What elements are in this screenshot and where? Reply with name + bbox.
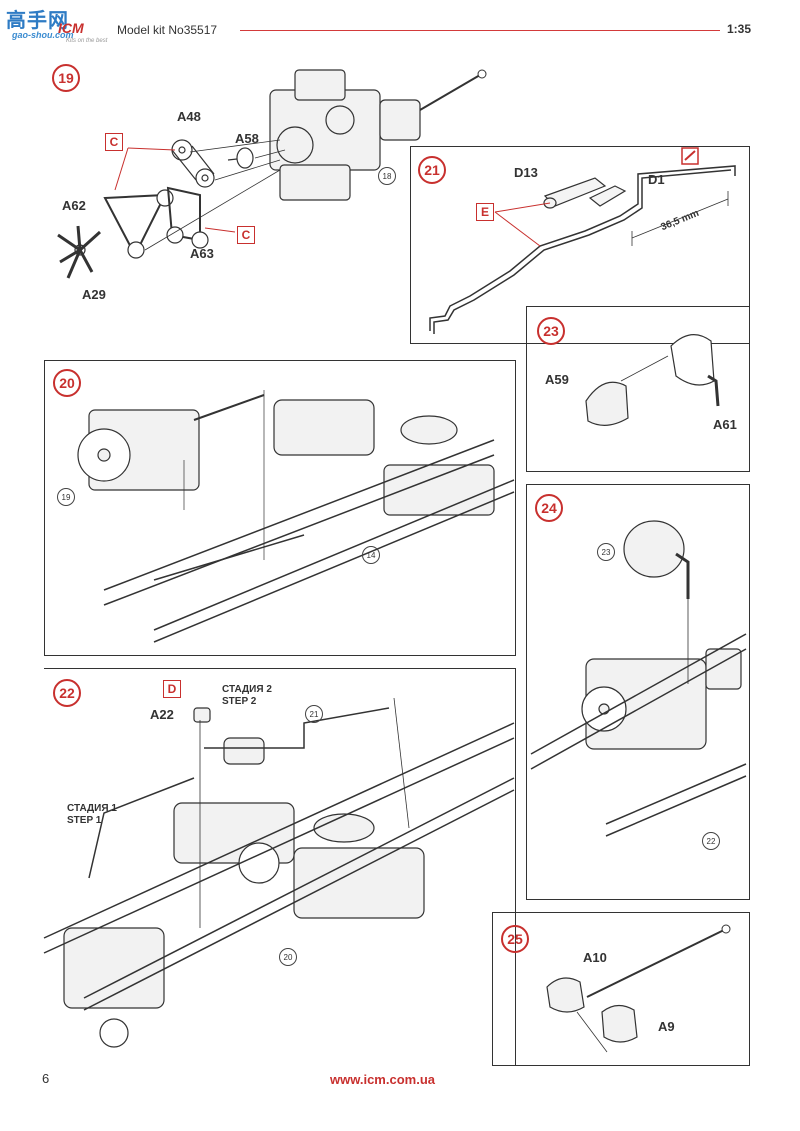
ref-step-20: 20 bbox=[279, 948, 297, 966]
part-a59-label: A59 bbox=[545, 372, 569, 387]
step-21-drawing bbox=[429, 147, 736, 334]
page-number: 6 bbox=[42, 1071, 50, 1086]
part-d13-label: D13 bbox=[514, 165, 538, 180]
ref-step-21: 21 bbox=[305, 705, 323, 723]
part-a10-label: A10 bbox=[583, 950, 607, 965]
part-d1-label: D1 bbox=[648, 172, 665, 187]
footer-website-link[interactable]: www.icm.com.ua bbox=[330, 1072, 435, 1087]
scale-label: 1:35 bbox=[727, 22, 752, 36]
step-23-badge: 23 bbox=[537, 317, 565, 345]
watermark-url: gao-shou.com bbox=[12, 30, 74, 40]
step-24-badge: 24 bbox=[535, 494, 563, 522]
logo-tagline: Kits on the best bbox=[66, 38, 108, 44]
model-kit-number: Model kit No35517 bbox=[117, 23, 218, 37]
part-a48-label: A48 bbox=[177, 109, 201, 124]
step-20-badge: 20 bbox=[53, 369, 81, 397]
step-21-frame bbox=[410, 146, 750, 344]
step-24-frame bbox=[526, 484, 750, 900]
icm-logo: ICM bbox=[58, 20, 84, 36]
part-a63-label: A63 bbox=[190, 246, 214, 261]
step-20-drawing bbox=[77, 390, 515, 643]
step-22-frame bbox=[44, 668, 516, 1066]
step-23-drawing bbox=[585, 334, 720, 426]
header-divider bbox=[240, 30, 720, 31]
step-21-badge: 21 bbox=[418, 156, 446, 184]
marker-c-box: C bbox=[237, 226, 255, 244]
marker-c-box: C bbox=[105, 133, 123, 151]
part-a62-label: A62 bbox=[62, 198, 86, 213]
watermark: 高手网 gao-shou.com ICM Kits on the best bbox=[6, 4, 126, 48]
step-22-badge: 22 bbox=[53, 679, 81, 707]
stage-1-ru: СТАДИЯ 1 bbox=[67, 803, 117, 814]
part-a9-label: A9 bbox=[658, 1019, 675, 1034]
ref-step-19: 19 bbox=[57, 488, 75, 506]
stage-2-ru: СТАДИЯ 2 bbox=[222, 684, 272, 695]
marker-e-box: E bbox=[476, 203, 494, 221]
step-22-drawing bbox=[43, 697, 515, 1048]
stage-2-label: СТАДИЯ 2 STEP 2 bbox=[222, 684, 272, 708]
step-19-drawing bbox=[57, 69, 487, 279]
watermark-text: 高手网 bbox=[6, 8, 69, 32]
part-a58-label: A58 bbox=[235, 131, 259, 146]
step-25-frame bbox=[492, 912, 750, 1066]
ref-step-22: 22 bbox=[702, 832, 720, 850]
stage-1-en: STEP 1 bbox=[67, 815, 102, 826]
ref-step-18: 18 bbox=[378, 167, 396, 185]
marker-d-box: D bbox=[163, 680, 181, 698]
stage-2-en: STEP 2 bbox=[222, 696, 257, 707]
step-25-drawing bbox=[546, 924, 731, 1053]
ref-step-23: 23 bbox=[597, 543, 615, 561]
part-a29-label: A29 bbox=[82, 287, 106, 302]
stage-1-label: СТАДИЯ 1 STEP 1 bbox=[67, 803, 117, 827]
step-24-drawing bbox=[530, 520, 747, 837]
part-a22-label: A22 bbox=[150, 707, 174, 722]
part-a61-label: A61 bbox=[713, 417, 737, 432]
ref-step-14: 14 bbox=[362, 546, 380, 564]
step-20-frame bbox=[44, 360, 516, 656]
step-19-badge: 19 bbox=[52, 64, 80, 92]
step-25-badge: 25 bbox=[501, 925, 529, 953]
step-23-frame bbox=[526, 306, 750, 472]
